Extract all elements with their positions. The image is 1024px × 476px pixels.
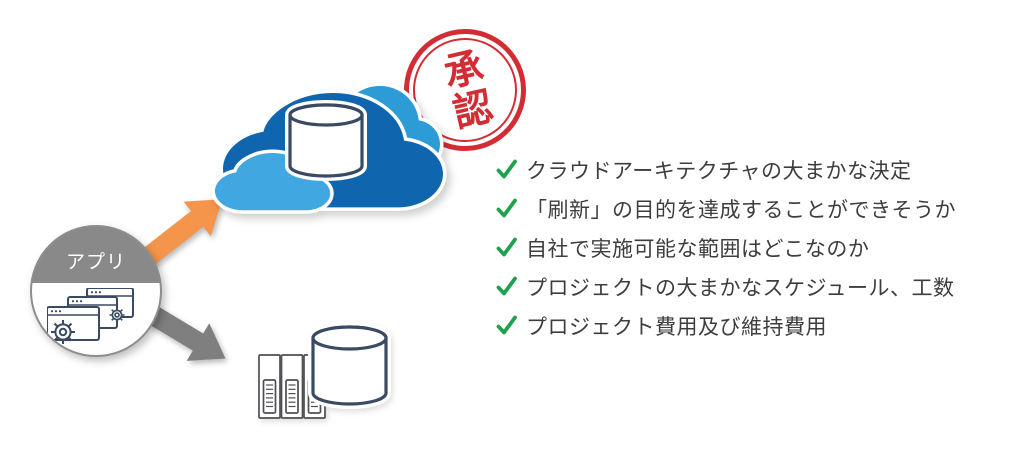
app-windows-gear-icon bbox=[47, 288, 134, 344]
server-database-rim bbox=[311, 325, 388, 351]
checklist-item-text: 自社で実施可能な範囲はどこなのか bbox=[526, 237, 870, 261]
checklist: クラウドアーキテクチャの大まかな決定 「刷新」の目的を達成することができそうか … bbox=[496, 150, 956, 345]
app-node-label: アプリ bbox=[65, 252, 126, 273]
checklist-item: プロジェクトの大まかなスケジュール、工数 bbox=[496, 267, 956, 306]
arrow-to-cloud-icon bbox=[135, 199, 223, 270]
cloud-database-rim bbox=[288, 103, 364, 127]
cloud-database-icon bbox=[205, 58, 455, 218]
checklist-item-text: プロジェクト費用及び維持費用 bbox=[526, 315, 827, 339]
check-icon bbox=[496, 237, 517, 257]
check-icon bbox=[496, 276, 517, 296]
check-icon bbox=[496, 159, 517, 179]
checklist-item-text: プロジェクトの大まかなスケジュール、工数 bbox=[526, 276, 955, 300]
checklist-item-text: 「刷新」の目的を達成することができそうか bbox=[526, 198, 956, 222]
checklist-item-text: クラウドアーキテクチャの大まかな決定 bbox=[526, 159, 912, 183]
check-icon bbox=[496, 315, 517, 335]
checklist-item: クラウドアーキテクチャの大まかな決定 bbox=[496, 150, 956, 189]
app-window-front bbox=[47, 306, 100, 344]
checklist-item: 自社で実施可能な範囲はどこなのか bbox=[496, 228, 956, 267]
app-node: アプリ bbox=[30, 225, 162, 357]
gear-icon bbox=[51, 320, 75, 344]
server-database-icon bbox=[258, 322, 391, 419]
checklist-item: 「刷新」の目的を達成することができそうか bbox=[496, 189, 956, 228]
check-icon bbox=[496, 198, 517, 218]
checklist-item: プロジェクト費用及び維持費用 bbox=[496, 306, 956, 345]
small-gear-icon bbox=[109, 307, 125, 323]
